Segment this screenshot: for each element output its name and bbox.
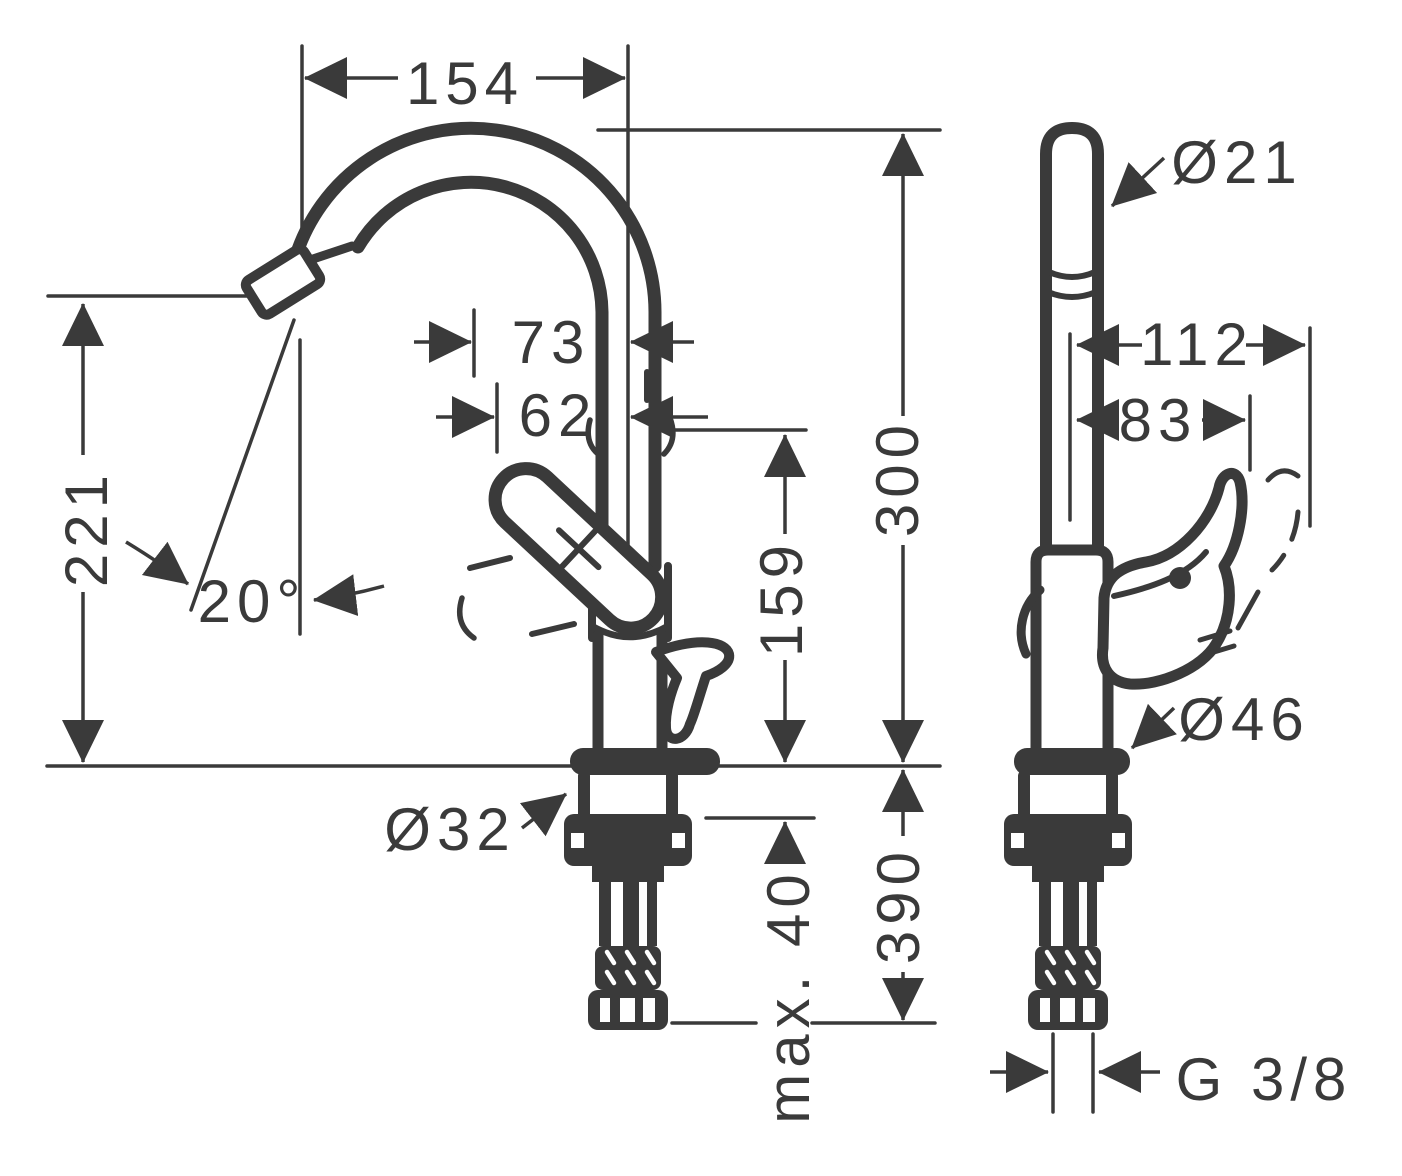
angle-20-label: 20° (198, 568, 307, 635)
base-flange-side (1014, 748, 1130, 775)
dim-159-label: 159 (748, 539, 815, 657)
handle-base-wrap (1016, 585, 1045, 659)
swing-arc-bottom (1235, 589, 1261, 631)
dim-221-label: 221 (53, 469, 120, 587)
side-view-faucet (1004, 122, 1301, 1030)
leader-dia21 (1110, 156, 1166, 208)
handle-alt-position-arc (457, 595, 477, 641)
dim-154-label: 154 (406, 50, 524, 117)
handle-lever (488, 462, 669, 635)
dim-390-label: 390 (865, 846, 932, 964)
dia-21-label: Ø21 (1171, 129, 1302, 196)
dim-83-label: 83 (1119, 387, 1198, 454)
spout-outer-contour (287, 121, 662, 573)
swing-arc-top (1265, 468, 1301, 483)
angle-arrow-to-slant (125, 540, 190, 586)
handle-grip-lines (1197, 628, 1237, 658)
dim-73-label: 73 (512, 309, 591, 376)
leader-dia46 (1130, 703, 1177, 750)
extension-lines (45, 44, 1312, 1114)
aerator (240, 244, 326, 320)
base-flange-front (570, 748, 720, 775)
handle-pivot-dot (1169, 567, 1191, 589)
dimension-lines (62, 57, 1306, 1093)
plus-marker (555, 525, 602, 572)
dim-112-label: 112 (1140, 311, 1254, 378)
dimension-labels: 154 73 62 221 20° 159 300 Ø32 max. 40 39… (53, 50, 1353, 1124)
leader-dia32 (519, 792, 568, 837)
angle-arrow-to-vertical (313, 574, 385, 616)
angle-slanted-reference (189, 318, 296, 612)
front-view-faucet (240, 121, 735, 1030)
thread-g38-label: G 3/8 (1176, 1046, 1353, 1113)
dia-32-label: Ø32 (384, 796, 515, 863)
spout-inner-contour (351, 175, 609, 573)
body-side (1030, 544, 1114, 758)
dim-62-label: 62 (519, 382, 598, 449)
minus-marker-dashes (467, 555, 577, 637)
side-lever (651, 637, 735, 744)
ext-g38 (1051, 1032, 1095, 1114)
spout-column-side (1040, 122, 1104, 558)
max-40-label: max. 40 (755, 868, 822, 1123)
swing-arc-mid (1269, 509, 1301, 573)
dim-300-label: 300 (864, 419, 931, 537)
dia-46-label: Ø46 (1178, 686, 1309, 753)
spout-swivel-rings (1045, 269, 1099, 300)
handle-detail-curve (1111, 549, 1209, 599)
